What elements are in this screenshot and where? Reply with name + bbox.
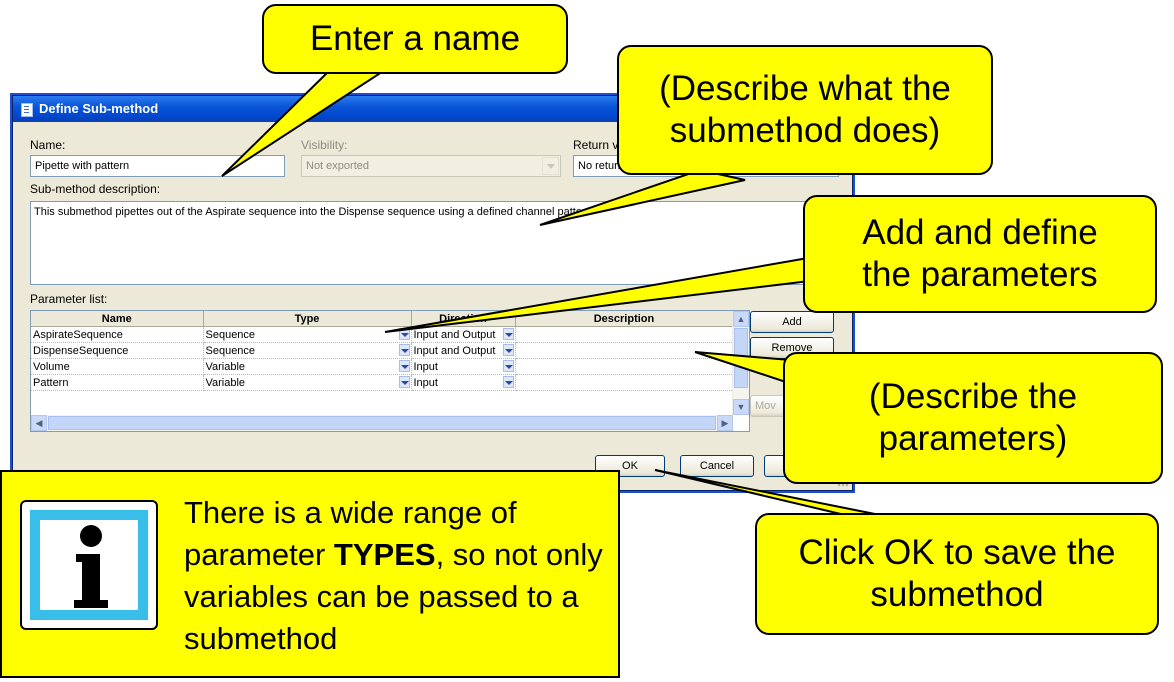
column-header-description[interactable]: Description	[515, 311, 734, 327]
param-direction-cell[interactable]: Input	[411, 358, 516, 375]
callout-add-params: Add and define the parameters	[803, 195, 1157, 313]
name-label: Name:	[30, 138, 66, 152]
table-row[interactable]: Pattern Variable Input	[31, 374, 734, 391]
callout-enter-name: Enter a name	[262, 4, 568, 74]
param-direction-cell[interactable]: Input and Output	[411, 326, 516, 343]
param-direction: Input and Output	[413, 344, 496, 357]
param-name[interactable]: DispenseSequence	[31, 342, 204, 359]
parameter-table: Name Type Direction Description Aspirate…	[31, 311, 734, 391]
param-type-cell[interactable]: Variable	[203, 374, 412, 391]
param-description[interactable]	[515, 374, 734, 391]
scroll-arrow-icon[interactable]: ▼	[733, 399, 749, 415]
table-row[interactable]: Volume Variable Input	[31, 358, 734, 375]
param-direction: Input	[413, 376, 438, 389]
param-direction: Input and Output	[413, 328, 496, 341]
chevron-down-icon[interactable]	[398, 376, 410, 388]
callout-describe-submethod: (Describe what the submethod does)	[617, 45, 993, 175]
visibility-value: Not exported	[306, 160, 369, 172]
scroll-arrow-icon[interactable]: ▲	[733, 311, 749, 327]
param-description[interactable]	[515, 358, 734, 375]
scroll-arrow-icon[interactable]: ◀	[31, 415, 47, 431]
param-type: Sequence	[205, 328, 256, 341]
cancel-button[interactable]: Cancel	[680, 455, 754, 477]
parameter-list-label: Parameter list:	[30, 292, 108, 306]
chevron-down-icon[interactable]	[398, 344, 410, 356]
info-icon-frame	[30, 510, 148, 620]
chevron-down-icon[interactable]	[502, 376, 514, 388]
param-type: Sequence	[205, 344, 256, 357]
horizontal-scrollbar[interactable]: ◀ ▶	[31, 415, 733, 431]
chevron-down-icon	[542, 157, 559, 175]
scroll-arrow-icon[interactable]: ▶	[717, 415, 733, 431]
param-description[interactable]	[515, 342, 734, 359]
horizontal-scroll-thumb[interactable]	[48, 416, 716, 430]
callout-describe-params: (Describe the parameters)	[783, 352, 1163, 484]
vertical-scrollbar[interactable]: ▲ ▼	[732, 311, 749, 415]
column-header-direction[interactable]: Direction	[411, 311, 516, 327]
vertical-scroll-thumb[interactable]	[734, 328, 748, 388]
param-description[interactable]	[515, 326, 734, 343]
dialog-title: Define Sub-method	[39, 101, 159, 116]
param-name[interactable]: AspirateSequence	[31, 326, 204, 343]
param-direction-cell[interactable]: Input	[411, 374, 516, 391]
info-text-bold: TYPES	[333, 537, 436, 572]
column-header-name[interactable]: Name	[31, 311, 204, 327]
dialog-icon	[21, 103, 33, 117]
column-header-type[interactable]: Type	[203, 311, 412, 327]
parameter-grid[interactable]: Name Type Direction Description Aspirate…	[30, 310, 750, 432]
description-label: Sub-method description:	[30, 182, 161, 196]
param-direction-cell[interactable]: Input and Output	[411, 342, 516, 359]
callout-click-ok: Click OK to save the submethod	[755, 513, 1159, 635]
param-name[interactable]: Volume	[31, 358, 204, 375]
param-name[interactable]: Pattern	[31, 374, 204, 391]
param-direction: Input	[413, 360, 438, 373]
info-box: There is a wide range of parameter TYPES…	[0, 470, 620, 678]
chevron-down-icon[interactable]	[502, 344, 514, 356]
description-textarea[interactable]: This submethod pipettes out of the Aspir…	[30, 201, 835, 285]
chevron-down-icon[interactable]	[398, 328, 410, 340]
name-field[interactable]: Pipette with pattern	[30, 155, 285, 177]
param-type: Variable	[205, 376, 246, 389]
info-text-before: There is a wide range of parameter	[184, 495, 517, 572]
callout-enter-name-text: Enter a name	[309, 19, 521, 58]
callout-describe-params-text: (Describe the parameters)	[868, 377, 1078, 458]
info-icon	[20, 500, 158, 630]
chevron-down-icon[interactable]	[502, 328, 514, 340]
table-row[interactable]: AspirateSequence Sequence Input and Outp…	[31, 326, 734, 343]
param-type-cell[interactable]: Sequence	[203, 342, 412, 359]
callout-click-ok-text: Click OK to save the submethod	[798, 533, 1116, 614]
add-button[interactable]: Add	[750, 311, 834, 333]
chevron-down-icon[interactable]	[502, 360, 514, 372]
callout-add-params-text: Add and define the parameters	[862, 213, 1098, 294]
chevron-down-icon[interactable]	[398, 360, 410, 372]
param-type: Variable	[205, 360, 246, 373]
info-text-after: , so not only variables can be passed to…	[184, 537, 603, 656]
table-row[interactable]: DispenseSequence Sequence Input and Outp…	[31, 342, 734, 359]
visibility-select[interactable]: Not exported	[301, 155, 561, 177]
info-glyph	[74, 525, 108, 608]
visibility-label: Visibility:	[301, 138, 348, 152]
info-text: There is a wide range of parameter TYPES…	[184, 492, 604, 660]
info-icon-paper	[40, 520, 138, 610]
callout-describe-submethod-text: (Describe what the submethod does)	[659, 69, 951, 150]
param-type-cell[interactable]: Sequence	[203, 326, 412, 343]
return-value-label: Return va	[573, 138, 626, 152]
param-type-cell[interactable]: Variable	[203, 358, 412, 375]
